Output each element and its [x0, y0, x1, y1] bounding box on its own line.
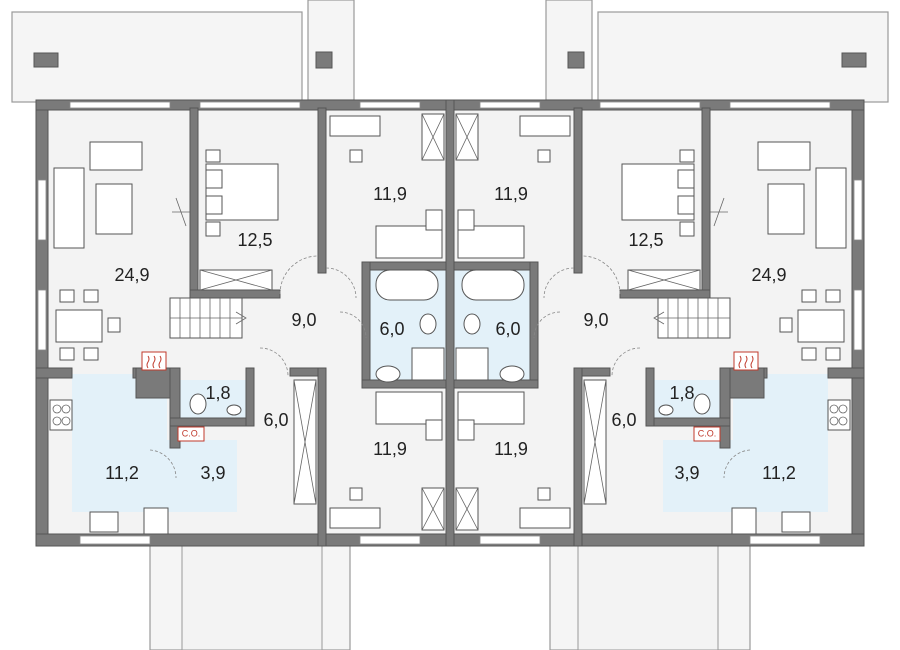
living-furniture-right	[710, 141, 847, 361]
room-label-living-right: 24,9	[751, 265, 786, 285]
room-labels: 24,9 12,5 11,9 11,9 12,5 24,9 9,0 6,0 6,…	[105, 184, 796, 483]
room-label-corridor-right: 6,0	[611, 410, 636, 430]
boiler-left-label: C.O.	[182, 428, 201, 438]
vent-top-right	[841, 52, 867, 68]
room-label-utility-right: 3,9	[674, 463, 699, 483]
inner-walls-left	[35, 107, 447, 547]
heater-right-icon	[733, 351, 759, 371]
chimney-top-right	[545, 0, 593, 101]
room-label-hall-right: 9,0	[583, 310, 608, 330]
boiler-right: C.O.	[693, 426, 721, 442]
bed-left	[205, 149, 279, 237]
chimney-inner-left	[315, 51, 333, 69]
chimney-top-left	[307, 0, 355, 101]
room-label-corridor-left: 6,0	[263, 410, 288, 430]
room-label-room-bottom-right: 11,9	[494, 439, 528, 459]
room-label-utility-left: 3,9	[200, 463, 225, 483]
room-label-bedroom-right: 12,5	[628, 230, 663, 250]
windows	[37, 101, 863, 545]
kitchen-left-furniture	[49, 399, 169, 535]
room-label-room-top-right: 11,9	[494, 184, 528, 204]
room-label-wc-right: 1,8	[669, 383, 694, 403]
room-label-living-left: 24,9	[114, 265, 149, 285]
utility-right-area	[663, 440, 733, 512]
room-label-kitchen-left: 11,2	[105, 463, 139, 483]
desks	[329, 115, 571, 529]
chimney-inner-right	[567, 51, 585, 69]
room-label-hall-left: 9,0	[291, 310, 316, 330]
stairs-right	[653, 297, 731, 339]
room-label-kitchen-right: 11,2	[762, 463, 796, 483]
terrace-top-right	[597, 11, 889, 103]
room-label-bath-right: 6,0	[495, 319, 520, 339]
room-label-room-top-left: 11,9	[373, 184, 407, 204]
shafts	[199, 113, 701, 531]
kitchen-right-furniture	[731, 399, 851, 535]
boiler-left: C.O.	[177, 426, 205, 442]
room-label-wc-left: 1,8	[205, 383, 230, 403]
bed-right	[621, 149, 695, 237]
stairs-left	[169, 297, 247, 339]
vent-top-left	[33, 52, 59, 68]
door-swings	[149, 255, 751, 479]
boiler-right-label: C.O.	[698, 428, 717, 438]
heater-left-icon	[141, 351, 167, 371]
room-label-room-bottom-left: 11,9	[373, 439, 407, 459]
bath-fixtures	[189, 269, 711, 416]
living-furniture-left	[53, 141, 190, 361]
room-label-bedroom-left: 12,5	[237, 230, 272, 250]
room-label-bath-left: 6,0	[379, 319, 404, 339]
terrace-bottom-right-inner	[577, 529, 719, 650]
terrace-bottom-left-inner	[181, 529, 323, 650]
utility-left-area	[167, 440, 237, 512]
terrace-top-left	[11, 11, 303, 103]
